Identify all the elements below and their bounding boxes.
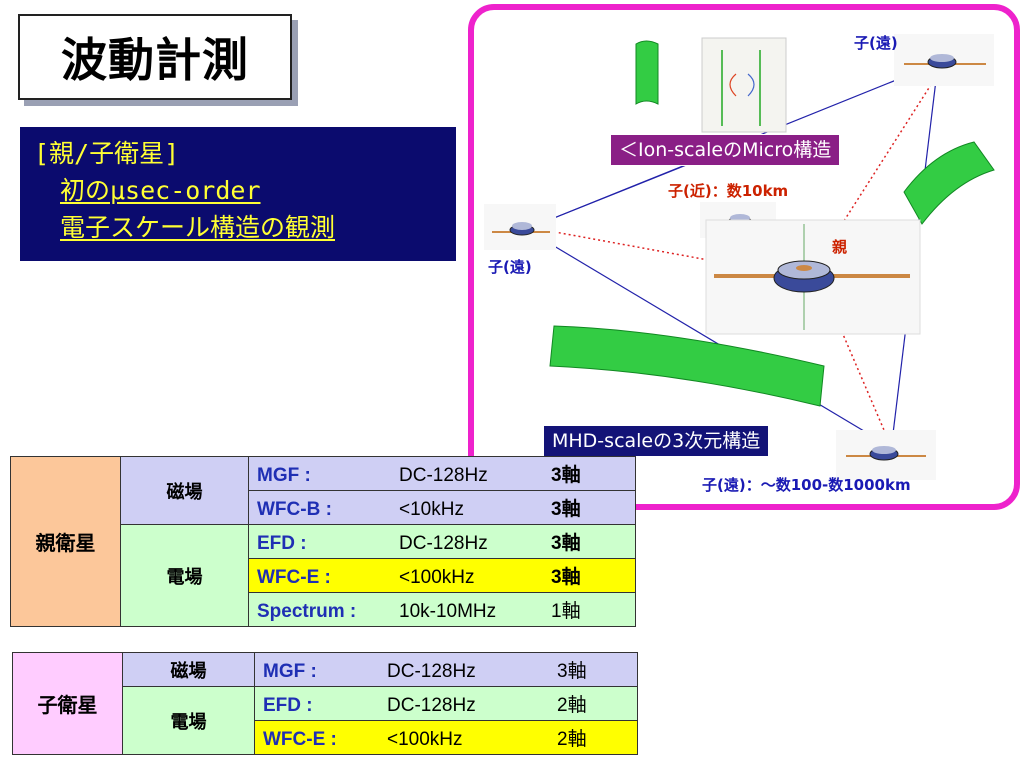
- instrument-cell: Spectrum : 10k-10MHz 1軸: [248, 592, 636, 627]
- axis-count: 2軸: [557, 729, 587, 750]
- instrument-cell: EFD : DC-128Hz 2軸: [254, 686, 638, 721]
- instrument-cell: WFC-E : <100kHz 3軸: [248, 558, 636, 593]
- field-label: 電場: [120, 524, 249, 627]
- instrument-cell: WFC-B : <10kHz 3軸: [248, 490, 636, 525]
- instrument-name: WFC-B :: [257, 499, 332, 520]
- satellite-diagram-panel: 子(遠) ＜Ion-scaleのMicro構造 子(近)：数10km 親 子(遠…: [468, 4, 1020, 510]
- banner-mhd-scale: MHD-scaleの3次元構造: [544, 426, 769, 456]
- table-row: WFC-E : <100kHz 3軸: [11, 558, 636, 593]
- label-child-near: 子(近)：数10km: [668, 182, 789, 200]
- field-inset: [701, 37, 787, 133]
- label-child-far-left: 子(遠): [488, 258, 532, 276]
- instrument-name: MGF :: [257, 465, 311, 486]
- frequency-range: DC-128Hz: [387, 661, 476, 682]
- intro-line-3-text: 電子スケール構造の観測: [60, 213, 336, 242]
- group-label: 子衛星: [12, 652, 123, 755]
- wave-ribbon-small: [635, 40, 659, 105]
- satellite-parent: [705, 219, 921, 335]
- link-top-to-parent: [818, 79, 935, 261]
- instrument-name: WFC-E :: [257, 567, 331, 588]
- satellite-left: [484, 204, 556, 250]
- parent-instrument-table: 親衛星 磁場 MGF : DC-128Hz 3軸 WFC-B : <10kHz 3軸 電…: [10, 456, 636, 627]
- field-label: 磁場: [120, 456, 249, 525]
- title-box: 波動計測: [18, 14, 292, 100]
- satellite-bottom: [836, 430, 936, 480]
- instrument-name: MGF :: [263, 661, 317, 682]
- axis-count: 3軸: [551, 465, 581, 486]
- satellite-diagram: [484, 34, 995, 480]
- frequency-range: DC-128Hz: [399, 465, 488, 486]
- wave-ribbon-right: [903, 141, 995, 225]
- field-label: 電場: [122, 686, 255, 755]
- intro-block: [親/子衛星] 初のμsec-order 電子スケール構造の観測: [20, 127, 456, 261]
- frequency-range: <10kHz: [399, 499, 464, 520]
- axis-count: 3軸: [551, 567, 581, 588]
- satellite-top: [894, 34, 994, 86]
- table-row: WFC-E : <100kHz 2軸: [13, 720, 638, 755]
- table-row: Spectrum : 10k-10MHz 1軸: [11, 592, 636, 627]
- frequency-range: <100kHz: [387, 729, 463, 750]
- instrument-name: Spectrum :: [257, 601, 357, 622]
- intro-line-2-text: 初のμsec-order: [60, 176, 261, 205]
- label-parent: 親: [832, 238, 848, 256]
- field-label: 磁場: [122, 652, 255, 687]
- table-row: 子衛星 磁場 MGF : DC-128Hz 3軸: [12, 652, 638, 755]
- instrument-cell: EFD : DC-128Hz 3軸: [248, 524, 636, 559]
- table-row: 親衛星 磁場 MGF : DC-128Hz 3軸: [10, 456, 636, 627]
- label-child-far-top: 子(遠): [854, 34, 898, 52]
- label-child-far-bottom: 子(遠)：～数100-数1000km: [702, 476, 911, 494]
- axis-count: 3軸: [551, 533, 581, 554]
- instrument-cell: MGF : DC-128Hz 3軸: [248, 456, 636, 491]
- group-label: 親衛星: [10, 456, 121, 627]
- table-row: 電場 EFD : DC-128Hz 3軸: [11, 524, 636, 627]
- axis-count: 2軸: [557, 695, 587, 716]
- instrument-name: EFD :: [257, 533, 307, 554]
- axis-count: 1軸: [551, 601, 581, 622]
- table-row: WFC-B : <10kHz 3軸: [11, 490, 636, 525]
- instrument-cell: WFC-E : <100kHz 2軸: [254, 720, 638, 755]
- instrument-name: WFC-E :: [263, 729, 337, 750]
- frequency-range: DC-128Hz: [387, 695, 476, 716]
- frequency-range: DC-128Hz: [399, 533, 488, 554]
- banner-ion-scale: ＜Ion-scaleのMicro構造: [610, 134, 841, 166]
- wave-ribbon-large: [549, 325, 825, 407]
- frequency-range: 10k-10MHz: [399, 601, 497, 622]
- intro-line-3: 電子スケール構造の観測: [34, 209, 442, 246]
- axis-count: 3軸: [551, 499, 581, 520]
- link-left-to-parent: [543, 229, 775, 273]
- frequency-range: <100kHz: [399, 567, 475, 588]
- instrument-name: EFD :: [263, 695, 313, 716]
- link-left-to-bottom: [543, 239, 880, 441]
- intro-line-1: [親/子衛星]: [34, 139, 180, 168]
- intro-line-2: 初のμsec-order: [34, 172, 442, 209]
- child-instrument-table: 子衛星 磁場 MGF : DC-128Hz 3軸 電場 EFD : DC-128Hz 2…: [12, 652, 638, 755]
- axis-count: 3軸: [557, 661, 587, 682]
- page-title: 波動計測: [61, 33, 249, 87]
- instrument-cell: MGF : DC-128Hz 3軸: [254, 652, 638, 687]
